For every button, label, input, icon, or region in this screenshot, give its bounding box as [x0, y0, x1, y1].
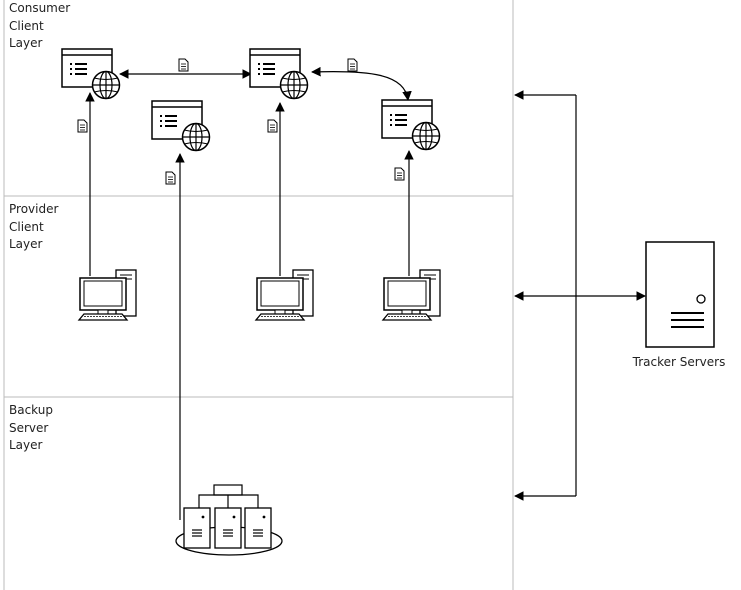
- layer-label-line: Backup: [9, 403, 53, 417]
- layer-label-line: Layer: [9, 237, 43, 251]
- layer-label-backup: Backup Server Layer: [9, 402, 53, 455]
- document-icon: [77, 119, 88, 133]
- tracker-connections: [514, 90, 646, 501]
- layer-label-consumer: Consumer Client Layer: [9, 0, 70, 53]
- layer-label-line: Client: [9, 18, 44, 33]
- document-icon: [165, 171, 176, 185]
- layer-label-line: Layer: [9, 438, 43, 452]
- web-client-icon: [61, 48, 121, 100]
- desktop-computer-icon: [255, 269, 314, 321]
- web-client-icon: [249, 48, 309, 100]
- document-icon: [347, 58, 358, 72]
- web-client-icon: [381, 99, 441, 151]
- tracker-server-icon: [645, 241, 715, 348]
- layer-label-line: Consumer: [9, 1, 71, 15]
- layer-label-line: Client: [9, 219, 44, 234]
- document-icon: [267, 119, 278, 133]
- web-client-icon: [151, 100, 211, 152]
- layer-label-line: Server: [9, 420, 49, 435]
- desktop-computer-icon: [78, 269, 137, 321]
- document-icon: [178, 58, 189, 72]
- layer-label-line: Layer: [9, 36, 43, 50]
- server-cluster-icon: [175, 484, 283, 556]
- tracker-servers-label: Tracker Servers: [632, 355, 726, 369]
- layer-label-provider: Provider Client Layer: [9, 201, 58, 254]
- document-icon: [394, 167, 405, 181]
- connector-line: [311, 66, 412, 101]
- layer-label-line: Provider: [9, 202, 59, 216]
- desktop-computer-icon: [382, 269, 441, 321]
